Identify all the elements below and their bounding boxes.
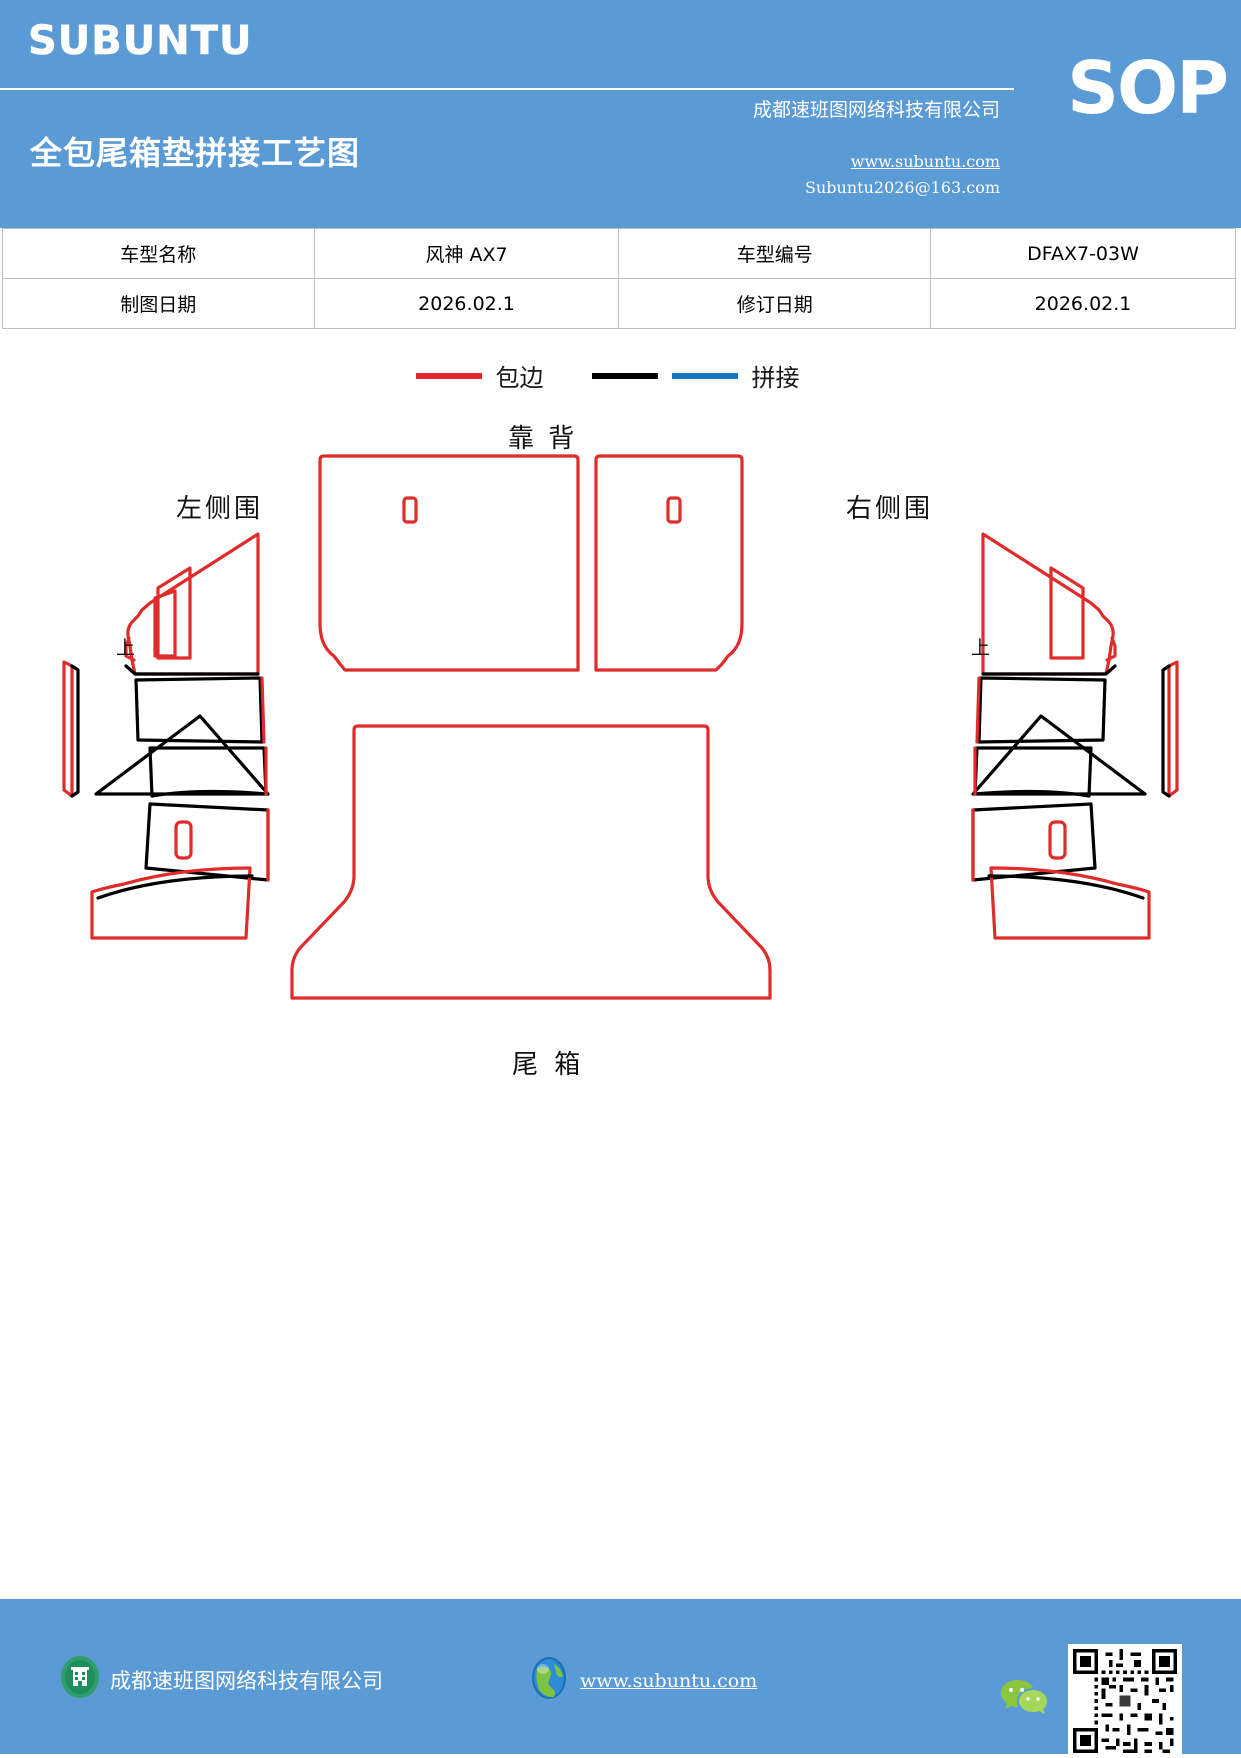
legend: 包边 拼接	[0, 358, 1241, 393]
left-side-bottom-splice	[96, 874, 254, 900]
header-divider	[0, 88, 1014, 90]
cell-revision-date-label: 修订日期	[618, 278, 932, 329]
left-side-strip	[62, 660, 74, 798]
backrest-left-outline	[318, 454, 580, 672]
cell-model-code-label: 车型编号	[618, 228, 932, 279]
legend-item-splice-black	[591, 372, 658, 379]
left-side-upper-panel	[126, 532, 260, 676]
globe-icon	[528, 1655, 570, 1706]
technical-drawing	[0, 398, 1241, 1118]
table-row: 车型名称 风神 AX7 车型编号 DFAX7-03W	[2, 228, 1236, 279]
label-backrest: 靠 背	[508, 424, 578, 454]
right-side-notch	[1105, 636, 1117, 662]
left-side-notch	[124, 636, 136, 662]
footer-company-block: 成都速班图网络科技有限公司	[58, 1655, 383, 1704]
header-website-link[interactable]: www.subuntu.com	[850, 152, 1000, 171]
cell-draw-date-value: 2026.02.1	[313, 278, 620, 329]
brand-logo: SUBUNTU	[28, 18, 253, 65]
wechat-icon	[1000, 1677, 1048, 1719]
cell-revision-date-value: 2026.02.1	[930, 278, 1236, 329]
label-right-side: 右侧围	[846, 494, 934, 524]
right-side-triangle	[971, 714, 1147, 796]
qr-code	[1068, 1644, 1182, 1758]
right-side-strip	[1167, 660, 1179, 798]
footer-website-link[interactable]: www.subuntu.com	[580, 1669, 758, 1692]
legend-swatch-red-icon	[415, 372, 482, 379]
legend-item-binding: 包边	[415, 358, 570, 393]
right-side-window-cutout	[1049, 566, 1085, 660]
left-side-triangle	[94, 714, 270, 796]
legend-swatch-blue-icon	[671, 372, 738, 379]
header-company-name: 成都速班图网络科技有限公司	[752, 99, 1000, 121]
left-side-outer-binding	[260, 676, 270, 882]
left-side-splice-band-1	[124, 664, 264, 744]
cell-draw-date-label: 制图日期	[2, 278, 315, 329]
orientation-mark-left-up: 上	[116, 637, 136, 659]
footer-website-block[interactable]: www.subuntu.com	[528, 1655, 757, 1706]
legend-label-binding: 包边	[495, 364, 544, 392]
right-side-splice-band-1	[977, 664, 1117, 744]
right-side-bottom-splice	[987, 874, 1145, 900]
label-trunk: 尾 箱	[512, 1050, 585, 1080]
backrest-right-outline	[594, 454, 744, 672]
cell-model-name-value: 风神 AX7	[313, 228, 620, 279]
left-side-slot	[174, 820, 193, 860]
left-side-window-cutout	[156, 566, 192, 660]
legend-item-splice-blue: 拼接	[658, 358, 826, 393]
trunk-panel-outline	[290, 724, 772, 1000]
page-footer: 成都速班图网络科技有限公司 www.subuntu.com	[0, 1599, 1241, 1758]
label-left-side: 左侧围	[176, 494, 264, 524]
right-side-bottom-piece	[989, 866, 1151, 940]
legend-swatch-black-icon	[591, 372, 658, 379]
right-side-strip-splice	[1161, 664, 1171, 798]
legend-label-splice: 拼接	[751, 364, 800, 392]
footer-company-name: 成都速班图网络科技有限公司	[110, 1668, 383, 1693]
table-row: 制图日期 2026.02.1 修订日期 2026.02.1	[2, 278, 1236, 329]
right-side-slot	[1048, 820, 1067, 860]
cell-model-name-label: 车型名称	[2, 228, 315, 279]
page-header: SUBUNTU SOP 成都速班图网络科技有限公司 全包尾箱垫拼接工艺图 www…	[0, 0, 1241, 228]
building-icon	[58, 1655, 102, 1704]
left-side-bottom-piece	[90, 866, 252, 940]
orientation-mark-right-up: 上	[971, 637, 991, 659]
right-side-outer-binding	[971, 676, 981, 882]
left-side-strip-splice	[70, 664, 80, 798]
page-title: 全包尾箱垫拼接工艺图	[30, 134, 361, 172]
cell-model-code-value: DFAX7-03W	[930, 228, 1236, 279]
sop-badge: SOP	[1067, 46, 1229, 130]
right-side-upper-panel	[981, 532, 1115, 676]
vehicle-info-table: 车型名称 风神 AX7 车型编号 DFAX7-03W 制图日期 2026.02.…	[2, 228, 1236, 329]
header-email[interactable]: Subuntu2026@163.com	[805, 178, 1000, 197]
